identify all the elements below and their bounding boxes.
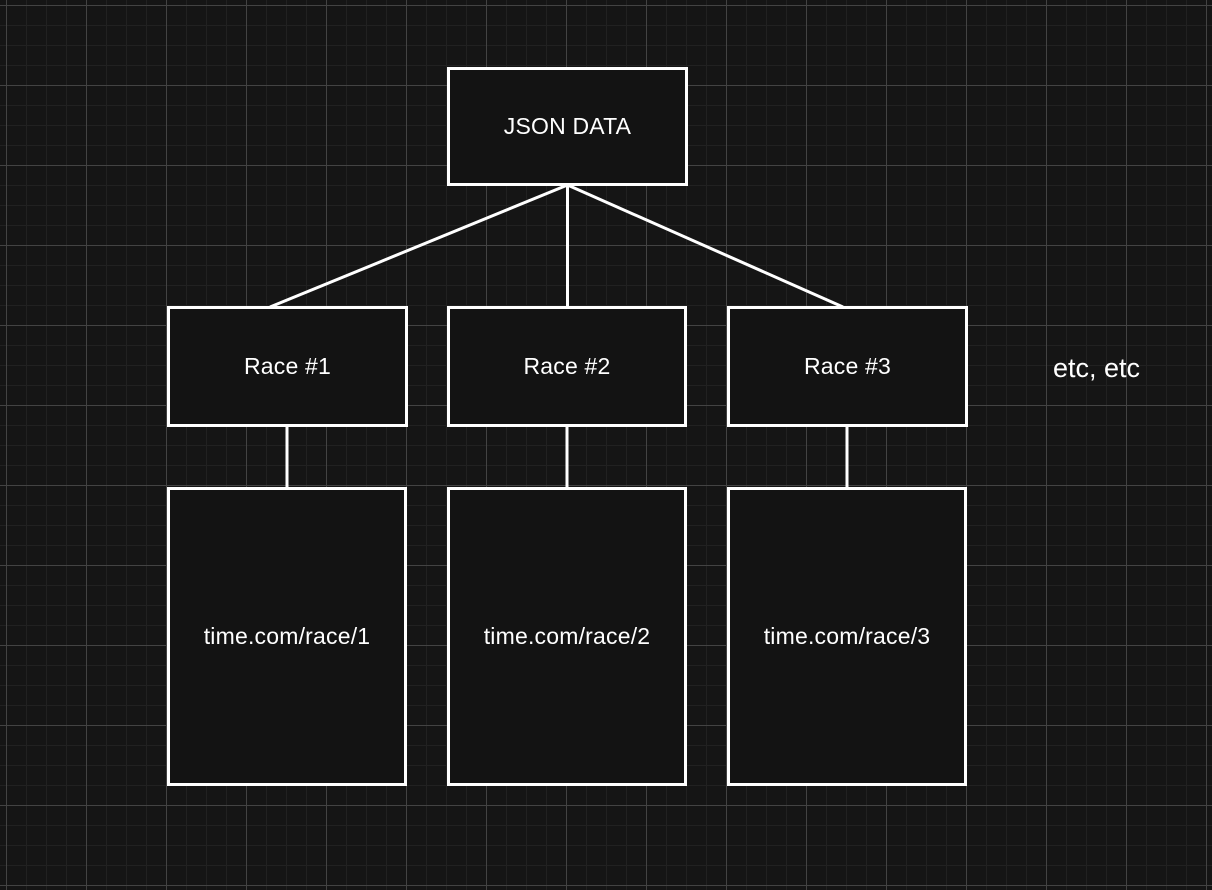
connector-root-to-race-1[interactable]: [269, 183, 569, 309]
node-race-url-3[interactable]: time.com/race/3: [727, 487, 967, 786]
node-race-url-1[interactable]: time.com/race/1: [167, 487, 407, 786]
node-label: Race #3: [803, 353, 892, 379]
node-race-3[interactable]: Race #3: [727, 306, 968, 427]
node-label: time.com/race/2: [483, 623, 651, 649]
node-label: time.com/race/3: [763, 623, 931, 649]
node-label: time.com/race/1: [203, 623, 371, 649]
node-label: Race #1: [243, 353, 332, 379]
node-race-2[interactable]: Race #2: [447, 306, 687, 427]
etc-annotation[interactable]: etc, etc: [1053, 353, 1141, 383]
node-json-data[interactable]: JSON DATA: [447, 67, 688, 186]
node-label: Race #2: [523, 353, 611, 379]
node-race-url-2[interactable]: time.com/race/2: [447, 487, 687, 786]
connector-root-to-race-3[interactable]: [566, 183, 844, 309]
node-label: JSON DATA: [503, 113, 632, 139]
node-race-1[interactable]: Race #1: [167, 306, 408, 427]
